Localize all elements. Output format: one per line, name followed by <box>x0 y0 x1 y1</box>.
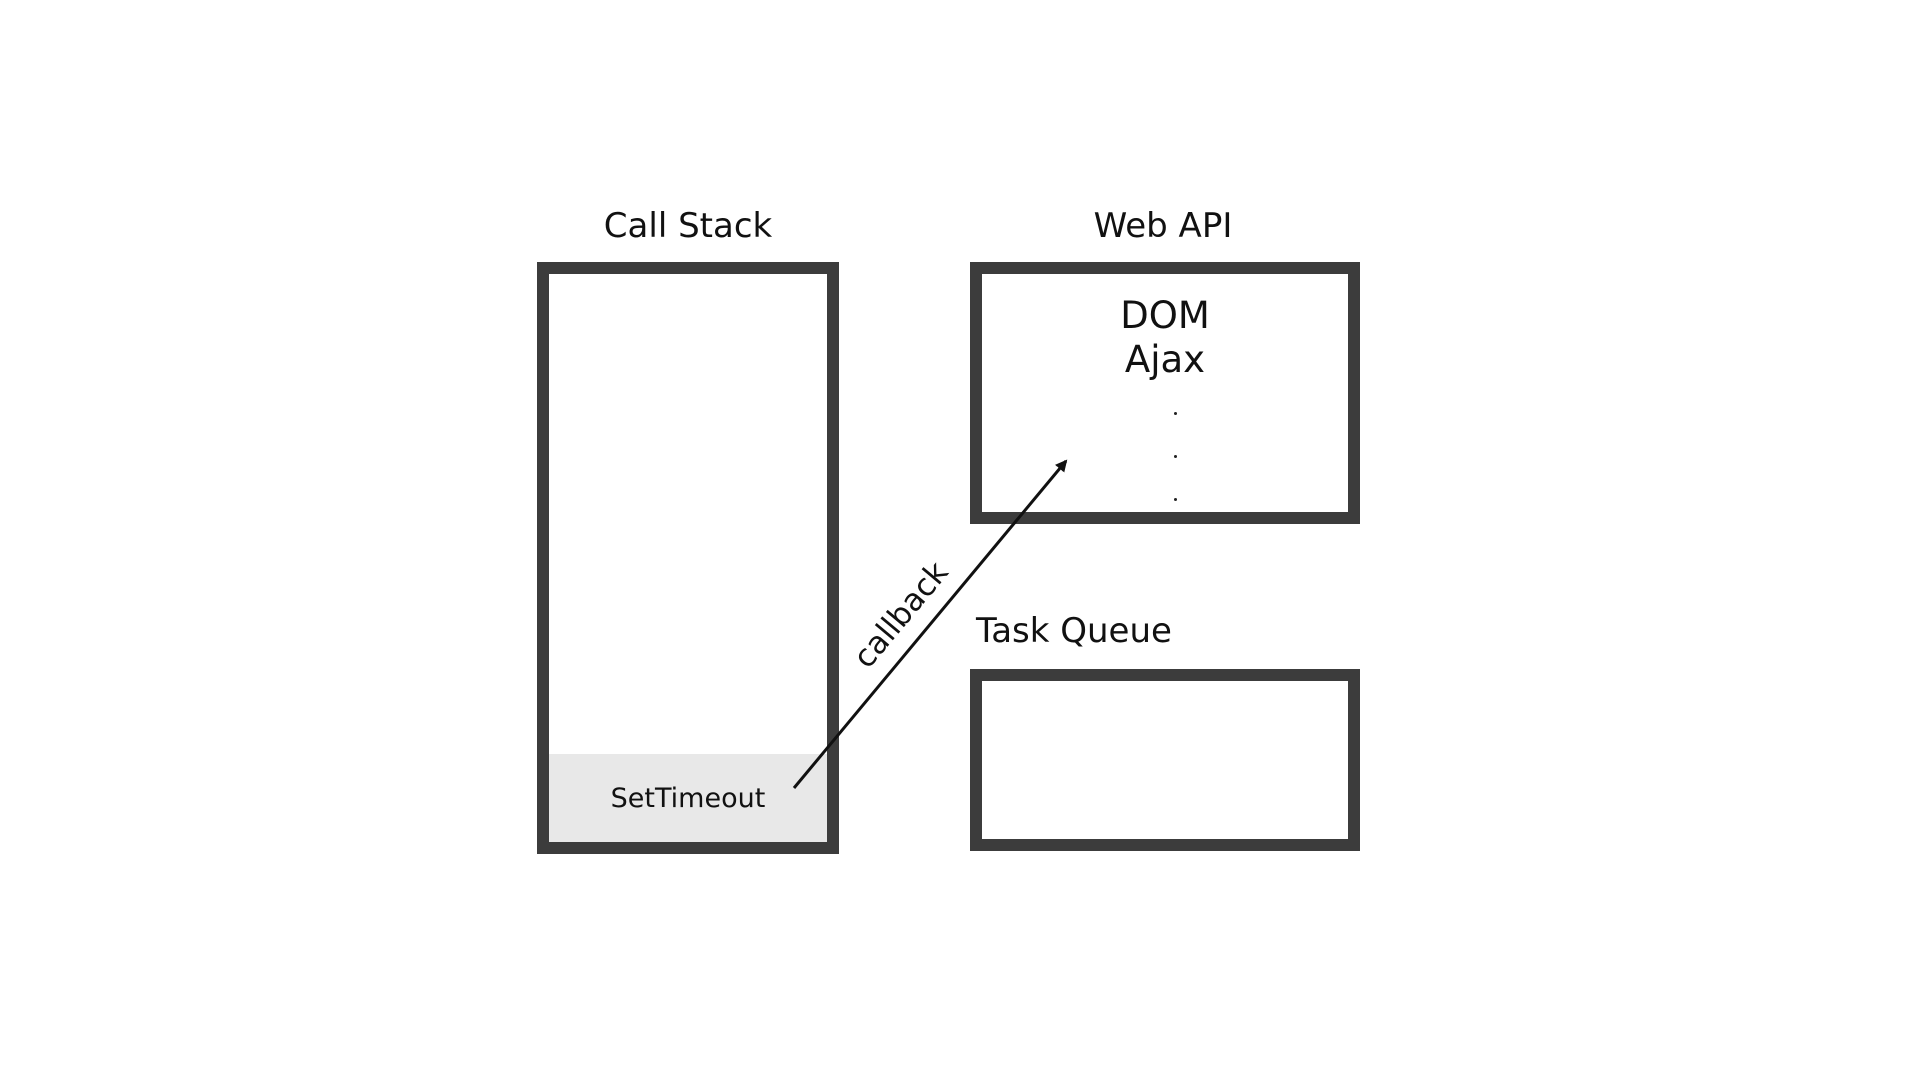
web-api-item-dom: DOM <box>1120 294 1210 337</box>
ellipsis-dot <box>1174 412 1177 415</box>
task-queue-box <box>970 669 1360 851</box>
web-api-title: Web API <box>1093 206 1233 246</box>
call-stack-box: SetTimeout <box>537 262 839 854</box>
task-queue-title: Task Queue <box>976 611 1172 651</box>
call-stack-frame-label: SetTimeout <box>610 782 766 814</box>
callback-arrow-line <box>792 459 1068 789</box>
call-stack-title: Call Stack <box>603 206 773 246</box>
ellipsis-dot <box>1174 498 1177 501</box>
web-api-item-ajax: Ajax <box>1124 338 1206 381</box>
ellipsis-dot <box>1174 455 1177 458</box>
call-stack-frame: SetTimeout <box>549 754 827 842</box>
web-api-box: DOM Ajax <box>970 262 1360 524</box>
